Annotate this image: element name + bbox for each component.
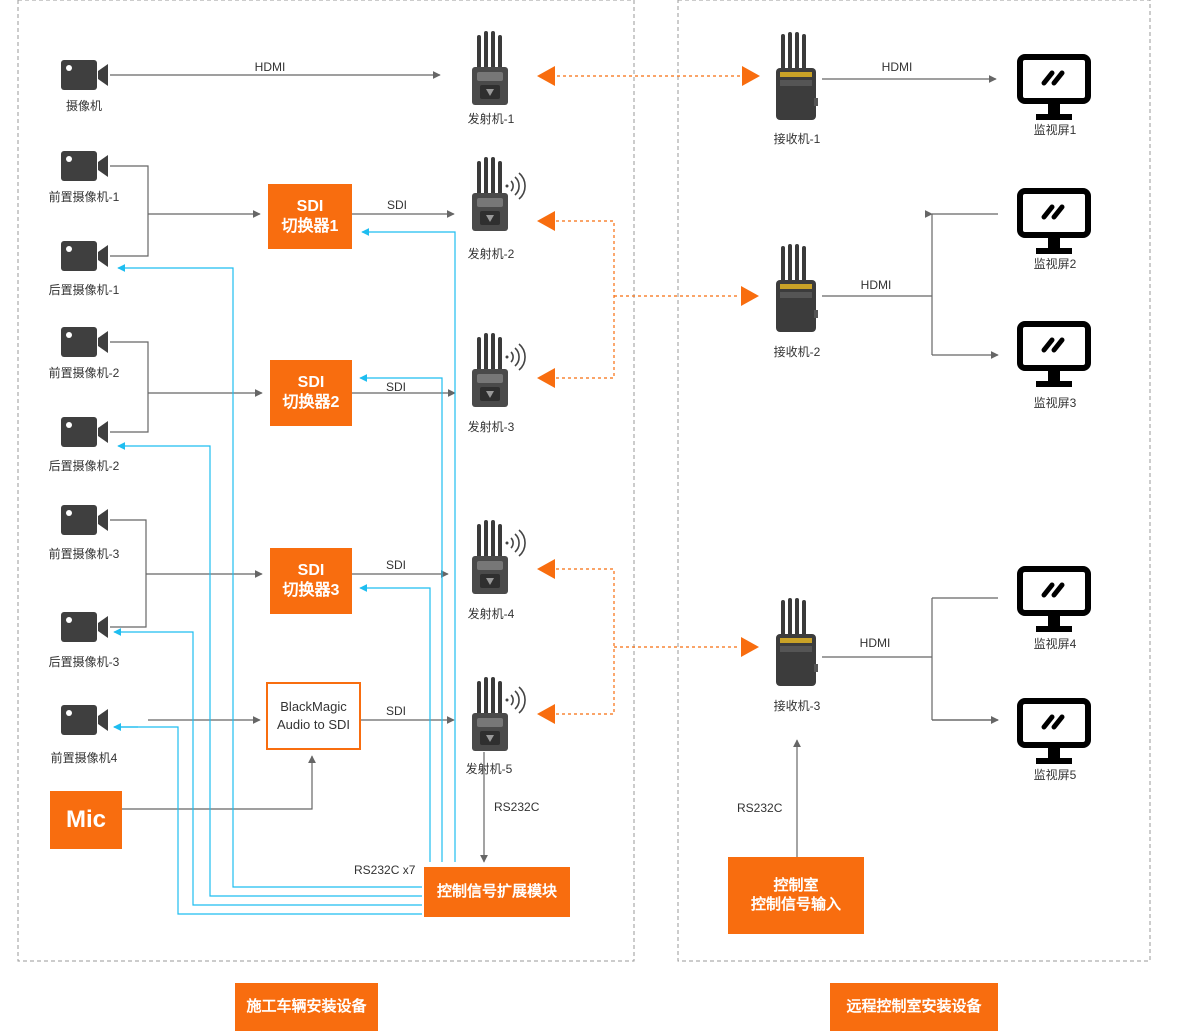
control-lines bbox=[113, 228, 456, 915]
signal-lines bbox=[110, 71, 998, 863]
hdmi-rx2-to-monitors bbox=[822, 213, 998, 355]
control-room-line1: 控制室 bbox=[773, 876, 819, 894]
video-camera-icon bbox=[61, 327, 108, 357]
audio-to-sdi-box: BlackMagic Audio to SDI bbox=[266, 682, 361, 750]
front3-to-switch3 bbox=[110, 519, 262, 628]
camera-label: 前置摄像机-1 bbox=[48, 190, 120, 204]
transmitter-label: 发射机-5 bbox=[465, 762, 513, 776]
hdmi-rx3-to-monitors bbox=[822, 597, 998, 720]
left-section-title-text: 施工车辆安装设备 bbox=[246, 997, 367, 1015]
transmitter-icon bbox=[472, 157, 508, 231]
switcher-line2: 切换器3 bbox=[282, 582, 340, 599]
monitor-icon bbox=[1020, 701, 1088, 764]
wireless-arrowheads bbox=[537, 66, 760, 724]
sdi-link-label: SDI bbox=[385, 704, 407, 718]
mic-to-audio bbox=[122, 755, 316, 810]
rs232c-link-label: RS232C bbox=[494, 800, 540, 814]
hdmi-link-label: HDMI bbox=[860, 278, 892, 292]
front2-to-switch2 bbox=[110, 341, 262, 433]
video-camera-icon bbox=[61, 417, 108, 447]
wireless-links bbox=[556, 75, 741, 715]
right-section-title: 远程控制室安装设备 bbox=[830, 983, 998, 1031]
receiver-label: 接收机-1 bbox=[773, 132, 821, 146]
control-module-box: 控制信号扩展模块 bbox=[424, 867, 570, 917]
monitor-label: 监视屏2 bbox=[1033, 257, 1077, 271]
monitor-label: 监视屏1 bbox=[1033, 123, 1077, 137]
video-camera-icon bbox=[61, 151, 108, 181]
switcher-line1: SDI bbox=[297, 374, 325, 391]
control-room-line2: 控制信号输入 bbox=[750, 895, 841, 913]
wireless-signal-icon bbox=[504, 343, 526, 371]
sdi-switcher-1: SDI 切换器1 bbox=[268, 184, 352, 249]
audio-box-line1: BlackMagic bbox=[280, 699, 347, 715]
right-section-frame bbox=[677, 0, 1151, 962]
video-camera-icon bbox=[61, 612, 108, 642]
transmitter-label: 发射机-2 bbox=[467, 247, 515, 261]
sdi-link-label: SDI bbox=[385, 380, 407, 394]
switcher-line1: SDI bbox=[296, 197, 324, 215]
monitor-icon bbox=[1020, 324, 1088, 387]
wireless-signal-icon bbox=[504, 529, 526, 557]
sdi-switcher-3: SDI 切换器3 bbox=[270, 548, 352, 614]
video-camera-icon bbox=[61, 705, 108, 735]
camera-label: 前置摄像机-2 bbox=[48, 366, 120, 380]
camera-label: 后置摄像机-1 bbox=[48, 283, 120, 297]
transmitter-icon bbox=[472, 520, 508, 594]
camera-label: 前置摄像机4 bbox=[50, 751, 118, 765]
video-camera-icon bbox=[61, 241, 108, 271]
audio-box-line2: Audio to SDI bbox=[277, 717, 350, 732]
transmitter-icon bbox=[472, 333, 508, 407]
transmitter-icon bbox=[472, 31, 508, 105]
transmitter-label: 发射机-4 bbox=[467, 607, 515, 621]
sdi-link-label: SDI bbox=[385, 558, 407, 572]
hdmi-link-label: HDMI bbox=[859, 636, 891, 650]
hdmi-link-label: HDMI bbox=[254, 60, 286, 74]
control-module-label: 控制信号扩展模块 bbox=[436, 882, 557, 900]
camera-label: 后置摄像机-3 bbox=[48, 655, 120, 669]
camera-label: 后置摄像机-2 bbox=[48, 459, 120, 473]
receiver-icon bbox=[776, 32, 818, 120]
switcher-line2: 切换器1 bbox=[281, 217, 339, 235]
wireless-signal-icon bbox=[504, 172, 526, 200]
left-section-frame bbox=[17, 0, 635, 962]
receiver-label: 接收机-3 bbox=[773, 699, 821, 713]
sdi-switcher-2: SDI 切换器2 bbox=[270, 360, 352, 426]
rs232c-x7-label: RS232C x7 bbox=[354, 863, 416, 877]
switcher-line1: SDI bbox=[297, 562, 325, 579]
rs232c-link-label: RS232C bbox=[737, 801, 783, 815]
camera-label: 前置摄像机-3 bbox=[48, 547, 120, 561]
sdi-link-label: SDI bbox=[386, 198, 408, 212]
monitor-icon bbox=[1020, 569, 1088, 632]
front1-to-switch1 bbox=[110, 165, 260, 257]
transmitter-icon bbox=[472, 677, 508, 751]
camera-label: 摄像机 bbox=[65, 99, 103, 113]
transmitter-label: 发射机-3 bbox=[467, 420, 515, 434]
mic-box: Mic bbox=[50, 791, 122, 849]
left-section-title: 施工车辆安装设备 bbox=[235, 983, 378, 1031]
right-section-title-text: 远程控制室安装设备 bbox=[846, 997, 982, 1015]
wireless-signal-icon bbox=[504, 686, 526, 714]
monitor-label: 监视屏4 bbox=[1033, 637, 1077, 651]
video-camera-icon bbox=[61, 505, 108, 535]
control-room-box: 控制室 控制信号输入 bbox=[728, 857, 864, 934]
monitor-label: 监视屏5 bbox=[1033, 768, 1077, 782]
receiver-icon bbox=[776, 598, 818, 686]
mic-label: Mic bbox=[65, 806, 106, 833]
receiver-icon bbox=[776, 244, 818, 332]
monitor-label: 监视屏3 bbox=[1033, 396, 1077, 410]
hdmi-link-label: HDMI bbox=[881, 60, 913, 74]
transmitter-label: 发射机-1 bbox=[467, 112, 515, 126]
receiver-label: 接收机-2 bbox=[773, 345, 821, 359]
video-camera-icon bbox=[61, 60, 108, 90]
switcher-line2: 切换器2 bbox=[282, 394, 340, 411]
monitor-icon bbox=[1020, 57, 1088, 120]
monitor-icon bbox=[1020, 191, 1088, 254]
